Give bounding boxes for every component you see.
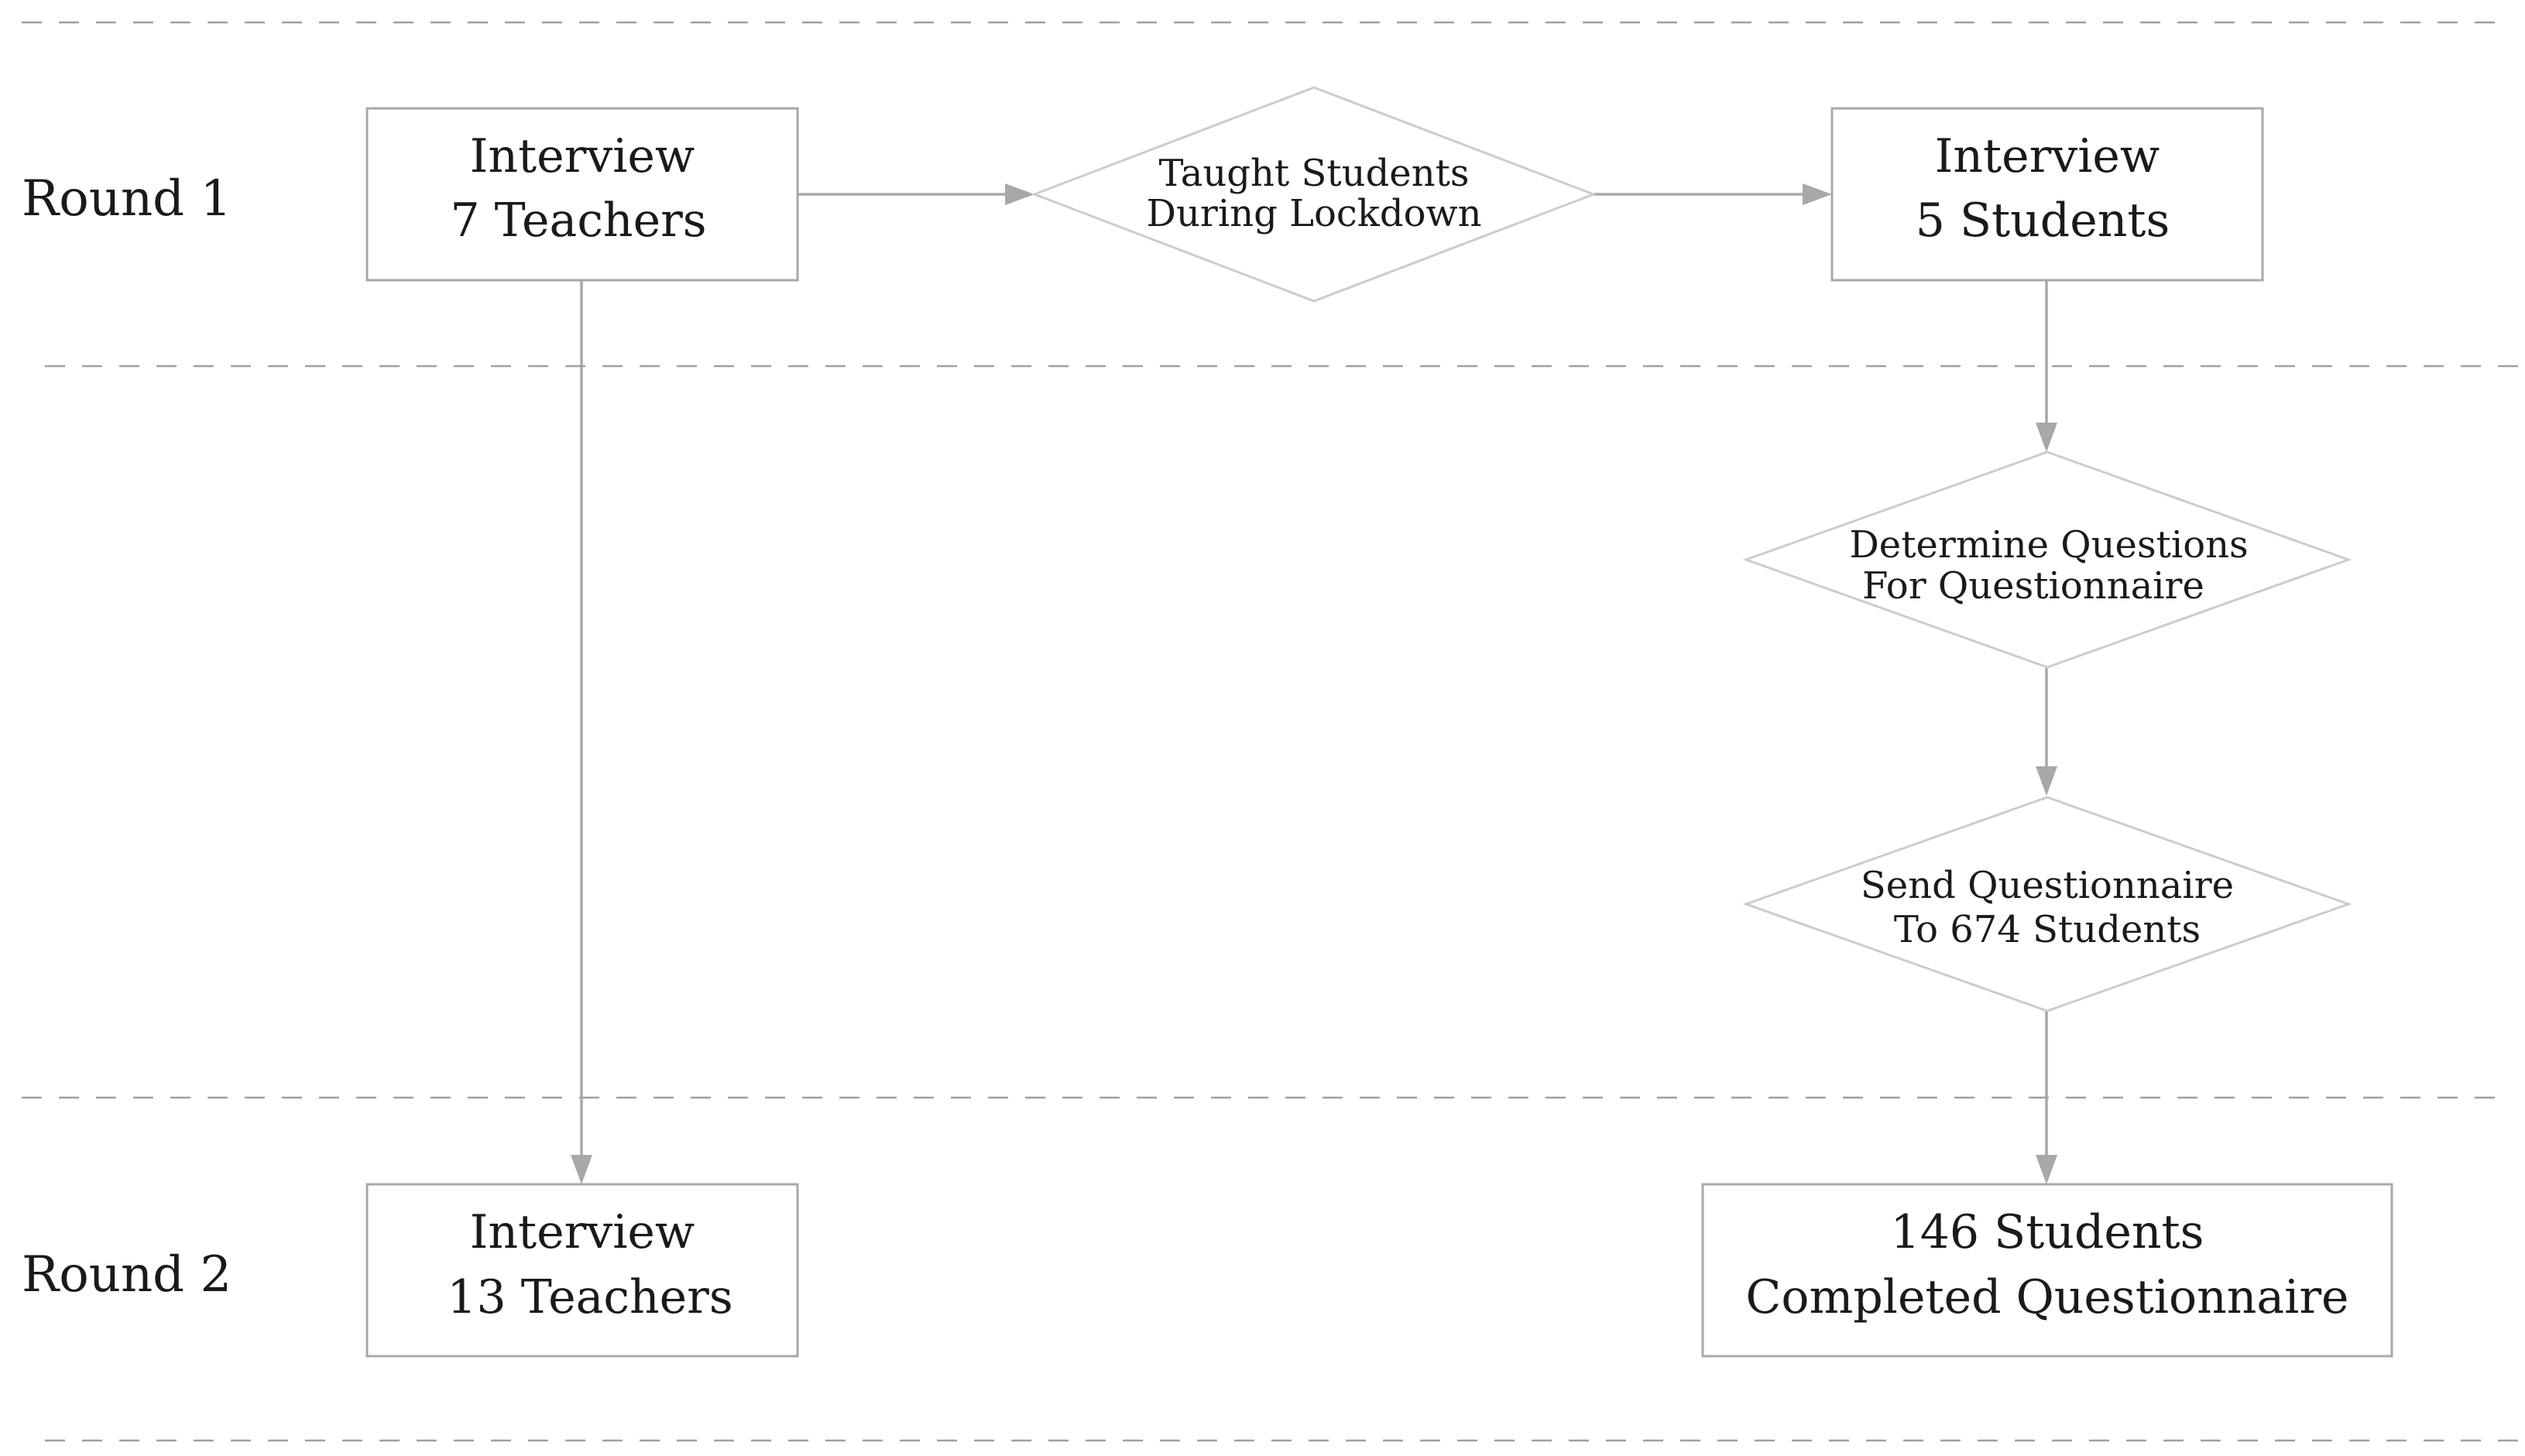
arrowhead-teachers-to-taught	[1005, 183, 1034, 205]
node-interview-13-teachers-line1: Interview	[470, 1205, 695, 1259]
arrowhead-send-to-completed	[2036, 1155, 2057, 1184]
node-determine-questions-line1: Determine Questions	[1849, 523, 2248, 567]
node-determine-questions-line2: For Questionnaire	[1862, 564, 2204, 608]
node-send-questionnaire-line2: To 674 Students	[1894, 908, 2201, 951]
arrowhead-students-to-determine	[2036, 423, 2057, 452]
arrowhead-determine-to-send	[2036, 766, 2057, 796]
node-completed-questionnaire-box	[1701, 1183, 2393, 1358]
node-interview-13-teachers-box	[365, 1183, 799, 1358]
node-interview-13-teachers-line2: 13 Teachers	[447, 1270, 732, 1324]
node-determine-questions: Determine Questions For Questionnaire	[1742, 451, 2352, 669]
arrowhead-taught-to-students	[1803, 183, 1832, 205]
node-taught-students: Taught Students During Lockdown	[1031, 86, 1597, 303]
node-send-questionnaire-line1: Send Questionnaire	[1861, 864, 2234, 907]
node-interview-7-teachers-box	[365, 107, 799, 282]
node-interview-5-students-line2: 5 Students	[1916, 194, 2170, 248]
arrowhead-teachers-r1-to-r2	[571, 1155, 592, 1184]
node-interview-5-students: Interview 5 Students	[1830, 107, 2264, 282]
node-interview-7-teachers: Interview 7 Teachers	[365, 107, 799, 282]
node-completed-questionnaire: 146 Students Completed Questionnaire	[1701, 1183, 2393, 1358]
node-interview-13-teachers: Interview 13 Teachers	[365, 1183, 799, 1358]
node-send-questionnaire: Send Questionnaire To 674 Students	[1742, 796, 2352, 1012]
node-completed-questionnaire-line1: 146 Students	[1891, 1205, 2204, 1259]
round-1-label: Round 1	[22, 170, 232, 228]
node-send-questionnaire-diamond	[1742, 796, 2352, 1012]
node-taught-students-diamond	[1031, 86, 1597, 303]
node-interview-5-students-line1: Interview	[1935, 129, 2160, 183]
node-determine-questions-diamond	[1742, 451, 2352, 669]
node-interview-7-teachers-line1: Interview	[470, 129, 695, 183]
node-taught-students-line1: Taught Students	[1158, 152, 1469, 195]
node-completed-questionnaire-line2: Completed Questionnaire	[1745, 1270, 2348, 1324]
node-interview-5-students-box	[1830, 107, 2264, 282]
node-interview-7-teachers-line2: 7 Teachers	[450, 194, 706, 248]
node-taught-students-line2: During Lockdown	[1147, 192, 1482, 235]
round-2-label: Round 2	[22, 1246, 232, 1304]
